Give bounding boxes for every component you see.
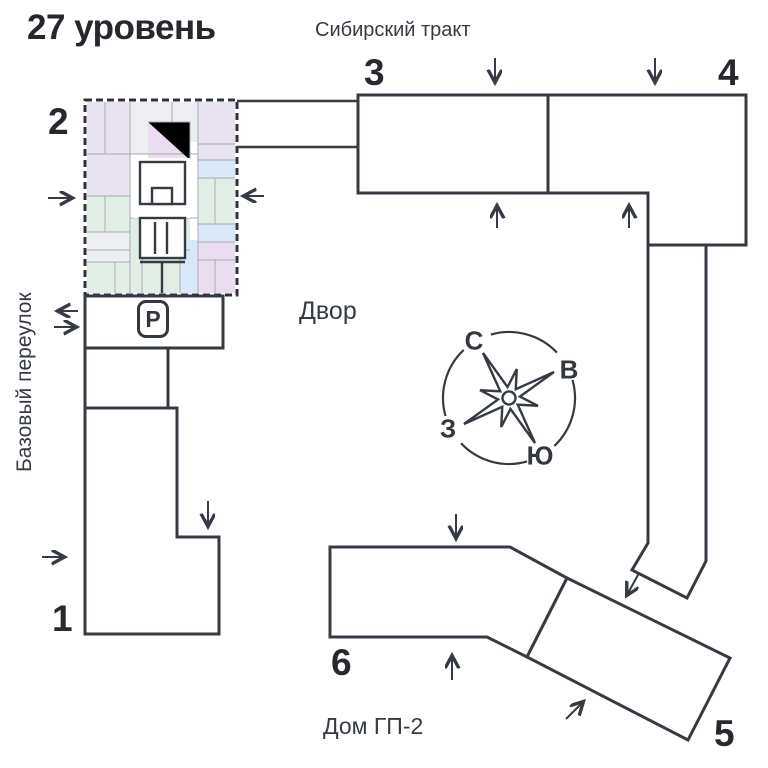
compass-south-label: Ю <box>526 440 554 471</box>
compass-west-label: З <box>439 413 457 444</box>
compass-icon <box>441 330 577 466</box>
building-5-number: 5 <box>714 713 735 754</box>
building-6-outline[interactable] <box>328 545 569 660</box>
building-outlines <box>83 93 748 743</box>
floorplan-building-2[interactable] <box>83 98 239 297</box>
building-3-outline[interactable] <box>356 93 550 195</box>
building-1-number: 1 <box>52 598 73 639</box>
building-1-upper-outline[interactable] <box>83 346 170 410</box>
building-3-number: 3 <box>364 52 385 93</box>
floorplan-core <box>133 158 190 293</box>
building-4-tower-outline[interactable] <box>629 243 708 601</box>
building-2-number: 2 <box>48 101 69 142</box>
page-title: 27 уровень <box>27 8 216 47</box>
street-label-top: Сибирский тракт <box>315 19 471 41</box>
arrow-downleft-tower-icon <box>627 572 640 595</box>
entrance-arrows <box>42 58 655 720</box>
street-label-left: Базовый переулок <box>13 292 36 472</box>
house-gp2-label: Дом ГП-2 <box>323 713 424 739</box>
building-1-outline[interactable] <box>83 406 221 636</box>
building-4-outline[interactable] <box>546 93 748 247</box>
courtyard-label: Двор <box>299 297 357 325</box>
building-4-number: 4 <box>718 52 739 93</box>
building-6-number: 6 <box>331 642 352 683</box>
parking-letter: Р <box>145 305 161 332</box>
building-5-outline[interactable] <box>524 576 733 743</box>
floorplan-thin-walls <box>87 102 235 293</box>
arrow-upright-building5-icon <box>565 702 583 720</box>
compass-east-label: В <box>559 354 579 385</box>
compass-north-label: С <box>464 325 484 356</box>
parking-icon: Р <box>137 300 169 338</box>
